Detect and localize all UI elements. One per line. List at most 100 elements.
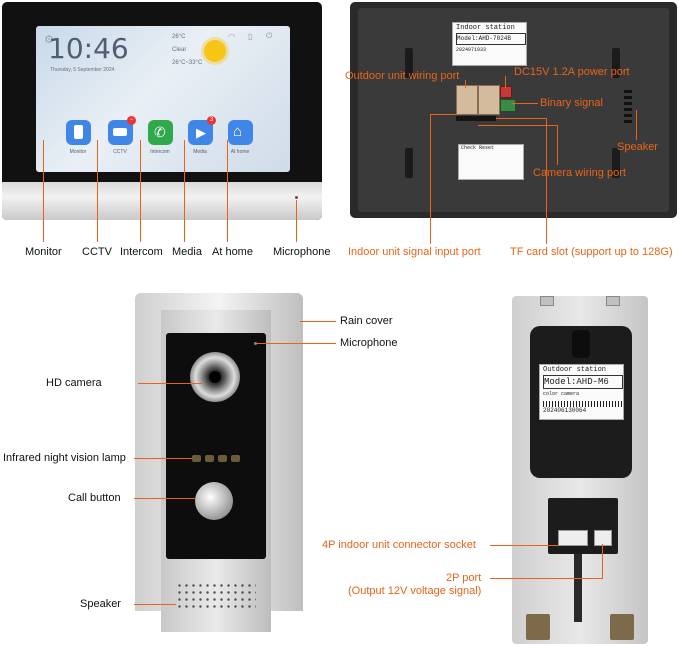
indoor-station-tag: Indoor station Model:AHD-7024B 202407193… — [452, 22, 527, 66]
ir-lamp — [192, 455, 201, 462]
call-button[interactable] — [195, 482, 233, 520]
weather-condition: Clear — [172, 47, 187, 53]
label-speaker-indoor: Speaker — [617, 141, 658, 153]
tag-sub: color camera — [543, 391, 580, 397]
microphone-hole — [295, 196, 298, 199]
callout-line-outdoor-port — [465, 80, 466, 88]
label-speaker-out: Speaker — [80, 598, 121, 610]
app-monitor[interactable] — [66, 120, 91, 145]
media-badge: 3 — [207, 116, 216, 125]
label-microphone: Microphone — [273, 246, 331, 258]
connector-4p — [558, 530, 588, 546]
label-4p-connector: 4P indoor unit connector socket — [322, 539, 476, 551]
cable — [574, 554, 582, 622]
tag-model: Model:AHD-7024B — [456, 33, 526, 45]
ir-lamp — [205, 455, 214, 462]
outdoor-station-tag: Outdoor station Model:AHD-M6 color camer… — [539, 364, 624, 420]
callout-line-intercom — [140, 140, 141, 242]
app-at-home[interactable]: ⌂ — [228, 120, 253, 145]
callout-line-media — [184, 140, 185, 242]
label-camera-wiring-port: Camera wiring port — [533, 167, 626, 179]
callout-line-tf-card-h — [496, 118, 546, 119]
gear-icon[interactable]: ⚙ — [44, 34, 54, 46]
app-label-cctv: CCTV — [113, 149, 127, 155]
tag-barcode — [543, 401, 623, 407]
wifi-icon: ◠ — [228, 32, 235, 41]
label-signal-input: Indoor unit signal input port — [348, 246, 481, 258]
mount-slot — [405, 148, 413, 178]
tag-title: Outdoor station — [543, 366, 607, 374]
callout-line-signal-input — [430, 114, 431, 244]
tag-title: Indoor station — [456, 24, 515, 32]
monitor-screen: ⚙ ◠ ▯ ⏻ 10:46 Thursday, 5 September 2024… — [36, 26, 290, 172]
label-binary-signal: Binary signal — [540, 97, 603, 109]
callout-line-microphone — [296, 200, 297, 242]
app-cctv[interactable]: − — [108, 116, 136, 145]
label-power-port: DC15V 1.2A power port — [514, 66, 630, 78]
callout-line-cctv — [97, 140, 98, 242]
callout-line-binary — [512, 103, 538, 104]
callout-line-call-button — [134, 498, 196, 499]
clock-date: Thursday, 5 September 2024 — [50, 67, 115, 73]
tag-serial: 2024071933 — [456, 47, 487, 53]
callout-line-hd-camera — [138, 383, 202, 384]
label-monitor: Monitor — [25, 246, 62, 258]
top-clip — [540, 296, 554, 306]
tf-card-slot — [456, 116, 496, 121]
label-call-button: Call button — [68, 492, 121, 504]
callout-line-monitor — [43, 140, 44, 242]
callout-line-tf-card — [546, 118, 547, 244]
label-hd-camera: HD camera — [46, 377, 102, 389]
speaker-grill — [176, 582, 256, 608]
callout-line-signal-input-h — [430, 114, 458, 115]
label-outdoor-wiring-port: Outdoor unit wiring port — [345, 70, 460, 82]
callout-line-rain-cover — [300, 321, 336, 322]
callout-line-speaker-out — [134, 604, 176, 605]
clock-time: 10:46 — [48, 32, 129, 65]
app-label-media: Media — [193, 149, 207, 155]
outdoor-wiring-port — [456, 85, 478, 115]
home-icon: ⌂ — [233, 123, 243, 140]
label-tf-card: TF card slot (support up to 128G) — [510, 246, 673, 258]
callout-line-at-home — [227, 140, 228, 242]
label-cctv: CCTV — [82, 246, 112, 258]
label-microphone-out: Microphone — [340, 337, 398, 349]
label-at-home: At home — [212, 246, 253, 258]
top-clip — [606, 296, 620, 306]
mount-slot — [612, 148, 620, 178]
callout-line-ir-lamp — [134, 458, 192, 459]
microphone-hole — [254, 342, 257, 345]
cctv-badge: − — [127, 116, 136, 125]
label-rain-cover: Rain cover — [340, 315, 393, 327]
connector-2p — [594, 530, 612, 546]
ir-lamp — [218, 455, 227, 462]
temp-now: 26°C — [172, 34, 186, 40]
play-icon: ▶ — [196, 125, 206, 140]
callout-line-4p — [490, 545, 558, 546]
mount-slot — [612, 48, 620, 78]
mount-slot — [405, 48, 413, 78]
monitor-bottom-bezel — [2, 182, 322, 220]
app-label-at-home: At home — [230, 149, 250, 155]
callout-line-2p-v — [602, 544, 603, 579]
label-ir-lamp: Infrared night vision lamp — [3, 452, 126, 464]
sticker-text: Check Reset — [461, 145, 495, 151]
callout-line-2p-h — [490, 578, 602, 579]
app-media[interactable]: ▶ 3 — [188, 116, 216, 145]
doorbell-icon — [74, 125, 83, 139]
phone-icon: ✆ — [154, 124, 166, 140]
screw-terminal — [610, 614, 634, 640]
power-icon[interactable]: ⏻ — [266, 31, 273, 40]
mount-hook — [572, 330, 590, 358]
app-intercom[interactable]: ✆ — [148, 120, 173, 145]
label-intercom: Intercom — [120, 246, 163, 258]
power-port — [500, 86, 512, 98]
callout-line-camera-v — [557, 125, 558, 165]
callout-line-power — [505, 76, 506, 88]
callout-line-camera-h — [478, 125, 558, 126]
app-label-monitor: Monitor — [69, 149, 87, 155]
camera-icon — [113, 128, 127, 136]
label-media: Media — [172, 246, 202, 258]
sun-icon — [204, 40, 226, 62]
camera-wiring-port — [478, 85, 500, 115]
